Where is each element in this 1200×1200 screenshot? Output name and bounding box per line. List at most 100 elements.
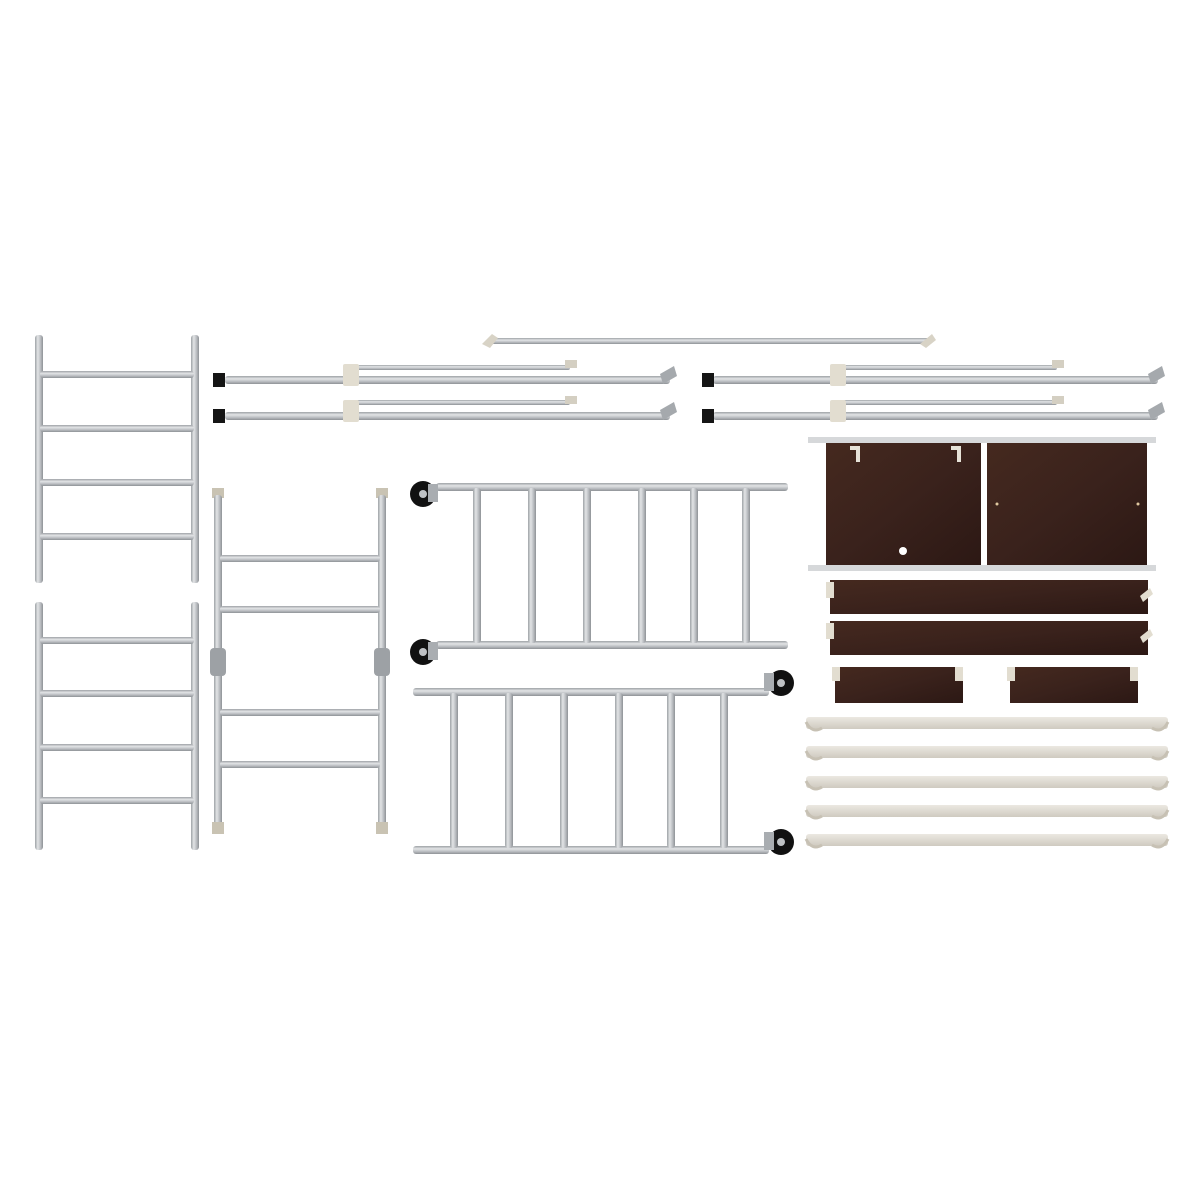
frame-hook <box>212 488 224 498</box>
platform-panel <box>987 443 1147 565</box>
brace-hook <box>804 838 823 849</box>
outrigger-main-tube <box>225 412 670 420</box>
frame-hook <box>376 822 388 834</box>
frame-rung <box>220 555 380 562</box>
brace-end-clip <box>920 334 936 348</box>
platform-rivet <box>995 502 999 506</box>
guardrail-upright <box>720 693 728 848</box>
platform-deck <box>808 437 1156 571</box>
toe-board-clip <box>826 623 834 639</box>
toe-board-clip <box>955 667 963 681</box>
guardrail-upright <box>638 488 646 643</box>
caster-wheel <box>764 670 794 696</box>
horizontal-brace-5 <box>804 834 1170 849</box>
ladder-frame-2 <box>35 602 199 850</box>
brace-bar <box>806 746 1168 758</box>
outrigger-clamp <box>830 400 846 422</box>
outrigger-end-clip <box>1052 360 1064 368</box>
guardrail-upright <box>667 693 675 848</box>
platform-bottom-edge <box>808 565 1156 571</box>
outrigger-clamp <box>830 364 846 386</box>
guardrail-upright <box>742 488 750 643</box>
ladder-stile <box>35 602 43 850</box>
brace-hook <box>804 750 823 761</box>
toe-board-clip <box>1140 588 1153 602</box>
outrigger-end-clip <box>660 402 677 420</box>
single-frame <box>210 488 390 834</box>
brace-bar <box>806 717 1168 729</box>
toe-board-long-2 <box>826 621 1153 655</box>
brace-hook <box>1151 838 1170 849</box>
caster-wheel <box>410 481 438 507</box>
brace-bar <box>806 776 1168 788</box>
outrigger-foot-cap <box>702 409 714 423</box>
outrigger-clamp <box>343 364 359 386</box>
ladder-rung <box>40 744 194 751</box>
outrigger-foot-cap <box>213 373 225 387</box>
guardrail-upright <box>473 488 481 643</box>
frame-clamp <box>210 648 226 676</box>
frame-rung <box>220 709 380 716</box>
outrigger-upper-tube <box>345 400 570 405</box>
toe-board-long-1 <box>826 580 1153 614</box>
caster-wheel <box>410 639 438 665</box>
brace-hook <box>1151 780 1170 791</box>
ladder-stile <box>35 335 43 583</box>
ladder-frame-1 <box>35 335 199 583</box>
platform-hook <box>951 446 961 462</box>
frame-rung <box>220 761 380 768</box>
brace-hook <box>1151 809 1170 820</box>
outrigger-end-clip <box>1148 366 1165 384</box>
ladder-stile <box>191 335 199 583</box>
platform-rivet <box>1136 502 1140 506</box>
outrigger-end-clip <box>1148 402 1165 420</box>
ladder-rung <box>40 690 194 697</box>
frame-clamp <box>374 648 390 676</box>
guardrail-bottom-rail <box>436 641 788 649</box>
guardrail-upright <box>528 488 536 643</box>
horizontal-brace-4 <box>804 805 1170 820</box>
platform-top-edge <box>808 437 1156 443</box>
horizontal-brace-2 <box>804 746 1170 761</box>
brace-hook <box>1151 750 1170 761</box>
outrigger-end-clip <box>1052 396 1064 404</box>
frame-rung <box>220 606 380 613</box>
toe-board-short-1 <box>832 667 963 703</box>
long-brace <box>482 334 936 348</box>
brace-tube <box>488 338 932 344</box>
outrigger-clamp <box>343 400 359 422</box>
toe-board-clip <box>1007 667 1015 681</box>
guardrail-upright <box>505 693 513 848</box>
outrigger-end-clip <box>565 360 577 368</box>
outrigger-main-tube <box>713 412 1158 420</box>
brace-hook <box>804 780 823 791</box>
ladder-rung <box>40 533 194 540</box>
brace-hook <box>1151 721 1170 732</box>
ladder-rung <box>40 425 194 432</box>
guardrail-top-rail <box>413 688 769 696</box>
guardrail-frame-1 <box>410 481 788 665</box>
frame-hook <box>376 488 388 498</box>
platform-hook <box>850 446 860 462</box>
outrigger-main-tube <box>713 376 1158 384</box>
brace-hook <box>804 809 823 820</box>
outrigger-main-tube <box>225 376 670 384</box>
ladder-rung <box>40 479 194 486</box>
guardrail-top-rail <box>436 483 788 491</box>
toe-board <box>1010 667 1138 703</box>
caster-wheel <box>764 829 794 855</box>
ladder-rung <box>40 637 194 644</box>
guardrail-upright <box>583 488 591 643</box>
brace-bar <box>806 834 1168 846</box>
platform-panel <box>826 443 981 565</box>
guardrail-upright <box>450 693 458 848</box>
toe-board <box>830 621 1148 655</box>
outrigger-1 <box>213 360 677 387</box>
brace-end-clip <box>482 334 498 348</box>
platform-hatch-hole <box>899 547 907 555</box>
outrigger-4 <box>702 396 1165 423</box>
outrigger-upper-tube <box>832 365 1057 370</box>
outrigger-foot-cap <box>702 373 714 387</box>
outrigger-foot-cap <box>213 409 225 423</box>
